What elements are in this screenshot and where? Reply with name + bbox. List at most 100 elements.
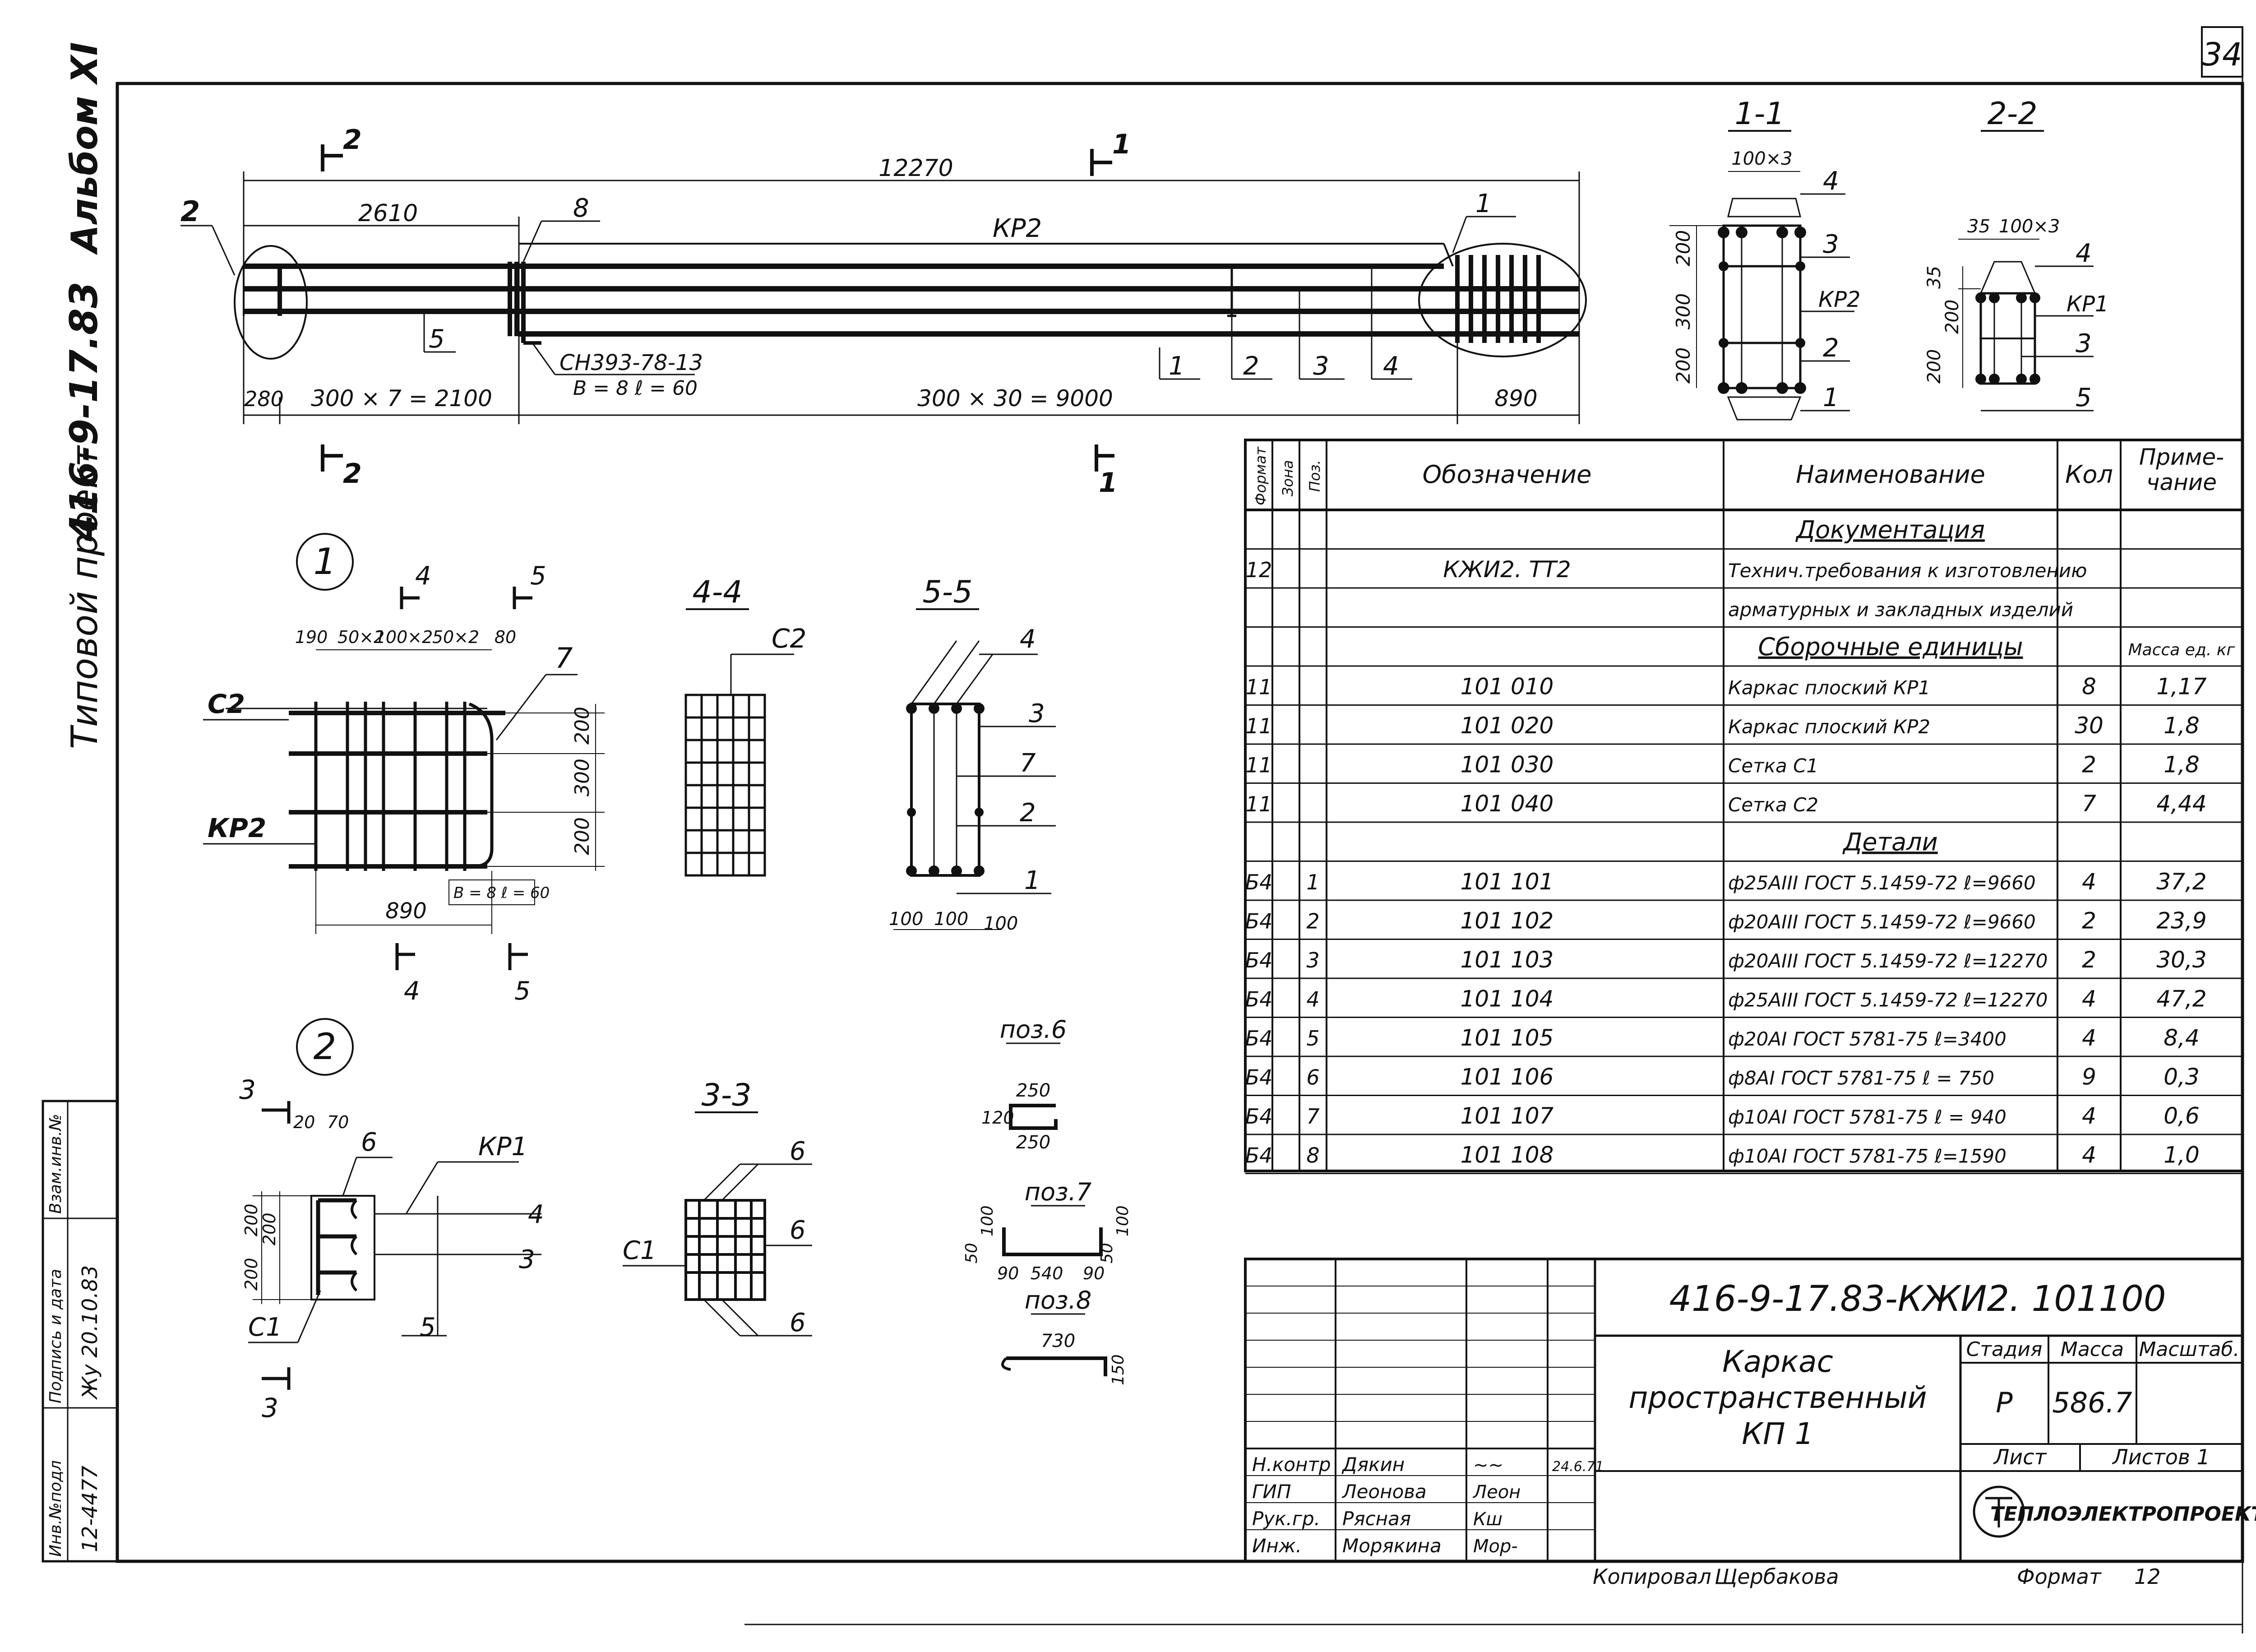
svg-text:3: 3	[262, 1393, 278, 1423]
signer-name: Морякина	[1342, 1535, 1442, 1557]
svg-text:80: 80	[495, 627, 516, 647]
svg-text:3: 3	[239, 1074, 256, 1105]
node-circle-2	[234, 245, 308, 360]
cell-note: 1,0	[2164, 1142, 2200, 1168]
signer-role: ГИП	[1252, 1481, 1291, 1503]
format-label: Формат	[2017, 1564, 2102, 1589]
cell-designation: 101 010	[1461, 673, 1554, 699]
sheets-label: Листов 1	[2112, 1445, 2210, 1469]
svg-text:5: 5	[420, 1313, 436, 1342]
svg-text:890: 890	[385, 898, 427, 924]
cell-format: Б4	[1245, 870, 1273, 894]
cell-format: Б4	[1245, 1065, 1273, 1089]
cell-note: 47,2	[2156, 986, 2206, 1012]
section-marker-5: 5 5	[508, 561, 546, 1006]
cell-name: ф20АIII ГОСТ 5.1459-72 ℓ=12270	[1728, 950, 2048, 972]
sheet-label: Лист	[1993, 1445, 2047, 1469]
svg-text:50: 50	[962, 1243, 981, 1263]
mass-label: Масса	[2061, 1338, 2124, 1361]
cell-name: ф8АI ГОСТ 5781-75 ℓ = 750	[1728, 1067, 1994, 1089]
specification-table: Формат Зона Поз. Обозначение Наименовани…	[1244, 439, 2244, 1174]
svg-text:200: 200	[1672, 347, 1694, 384]
svg-text:поз.7: поз.7	[1025, 1178, 1092, 1206]
cell-designation: 101 106	[1461, 1064, 1554, 1090]
svg-text:2: 2	[1823, 333, 1839, 363]
node-2-label: 2	[314, 1026, 337, 1068]
svg-text:250: 250	[1016, 1132, 1050, 1153]
svg-text:3: 3	[519, 1245, 535, 1274]
svg-text:3: 3	[1029, 699, 1045, 728]
section-1-1-title: 1-1	[1734, 96, 1784, 132]
cell-designation: 101 104	[1461, 986, 1554, 1012]
cell-format: Б4	[1245, 948, 1273, 972]
svg-text:поз.6: поз.6	[1000, 1015, 1067, 1044]
svg-text:С1: С1	[248, 1313, 282, 1342]
svg-text:6: 6	[790, 1216, 806, 1245]
svg-text:100: 100	[1114, 1205, 1132, 1236]
stage-value: Р	[1996, 1386, 2013, 1419]
cell-note: 23,9	[2156, 907, 2206, 934]
signer-name: Рясная	[1342, 1508, 1411, 1530]
node-1-label: 1	[314, 541, 337, 583]
weld-standard: СН393-78-13	[559, 350, 703, 375]
sign-date-label: Подпись и дата	[46, 1269, 65, 1403]
svg-text:6: 6	[361, 1128, 377, 1157]
cell-format: 11	[1246, 753, 1272, 777]
cell-note: 37,2	[2156, 869, 2206, 895]
signer-role: Рук.гр.	[1252, 1508, 1320, 1530]
svg-text:С1: С1	[623, 1236, 656, 1265]
svg-text:5: 5	[2076, 383, 2092, 412]
callout-1: 1	[1169, 352, 1185, 381]
svg-text:7: 7	[555, 642, 573, 675]
replace-inv-label: Взам.инв.№	[46, 1114, 65, 1214]
section-5-5-title: 5-5	[922, 574, 972, 610]
cell-name: ф10АI ГОСТ 5781-75 ℓ=1590	[1728, 1145, 2006, 1167]
signer-role: Н.контр	[1252, 1453, 1331, 1476]
cell-note: 1,8	[2164, 713, 2200, 739]
cell-name: ф20АI ГОСТ 5781-75 ℓ=3400	[1728, 1028, 2006, 1050]
svg-text:КР1: КР1	[478, 1132, 527, 1161]
cell-qty: 2	[2082, 751, 2096, 777]
svg-text:КР1: КР1	[2066, 292, 2109, 317]
sign-date-value: Жу 20.10.83	[78, 1265, 102, 1400]
header-qty: Кол	[2065, 460, 2113, 489]
node-2-detail: 2 20 70 3 3 200 200 200 6 КР1 4 3 5 С1	[239, 1018, 544, 1423]
svg-text:70: 70	[327, 1112, 349, 1132]
svg-text:100×3: 100×3	[1731, 148, 1792, 169]
svg-text:20: 20	[293, 1112, 315, 1132]
cell-format: Б4	[1245, 1143, 1273, 1167]
cell-designation: 101 108	[1461, 1142, 1554, 1168]
svg-text:35: 35	[1967, 216, 1990, 237]
cell-note: 8,4	[2164, 1025, 2200, 1051]
section-marker-2-bottom: 2	[321, 444, 362, 490]
svg-text:150: 150	[1109, 1354, 1128, 1385]
section-heading: Документация	[1795, 515, 1985, 544]
cell-name: ф25АIII ГОСТ 5.1459-72 ℓ=9660	[1728, 872, 2036, 894]
album-title: Альбом XI	[64, 42, 106, 255]
svg-text:С2: С2	[772, 623, 806, 654]
cell-format: 11	[1246, 714, 1272, 738]
svg-text:4: 4	[2076, 239, 2092, 268]
cell-designation: 101 030	[1461, 751, 1554, 777]
cell-format: Б4	[1245, 1104, 1273, 1129]
header-format: Формат	[1252, 446, 1269, 505]
inv-label: Инв.№подл	[46, 1460, 65, 1557]
svg-text:5: 5	[530, 561, 546, 591]
elevation-callouts: 2 8 1 КР2 5 СН393-78-13 В = 8 ℓ = 60 1 2	[180, 189, 1516, 400]
svg-text:730: 730	[1041, 1331, 1075, 1351]
cell-designation: 101 101	[1461, 869, 1554, 895]
section-5-5: 5-5 4 3 7 2 1 100 100 100	[889, 574, 1056, 934]
section-marker-1-top: 1	[1090, 129, 1131, 176]
inv-value: 12-4477	[78, 1466, 102, 1552]
scale-label: Масштаб.	[2139, 1338, 2239, 1361]
cell-format: Б4	[1245, 909, 1273, 933]
signer-signature: Леон	[1472, 1482, 1521, 1503]
svg-text:1: 1	[1099, 467, 1118, 499]
section-4-4-title: 4-4	[692, 574, 742, 610]
svg-text:200: 200	[241, 1203, 261, 1236]
cell-pos: 4	[1306, 987, 1319, 1011]
section-heading: Детали	[1842, 828, 1938, 856]
svg-text:7: 7	[1020, 749, 1036, 778]
svg-text:100×3: 100×3	[1999, 216, 2060, 237]
section-marker-2-top: 2	[321, 124, 362, 171]
